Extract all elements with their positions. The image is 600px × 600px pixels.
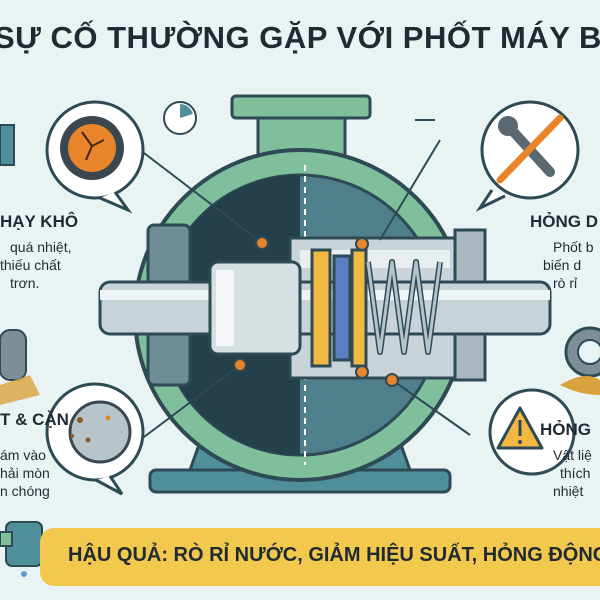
o-ring-bottom [355,365,369,379]
mini-seal-fragment [560,326,600,395]
material-line-2: thích [560,465,591,481]
mini-pump-fragment [0,124,40,405]
material-line-1: Vật liệ [553,447,592,463]
dry-run-line-1: quá nhiệt, [10,239,72,255]
damage-line-1: Phốt b [553,239,594,255]
consequence-banner: HẬU QUẢ: RÒ RỈ NƯỚC, GIẢM HIỆU SUẤT, HỎN… [40,528,600,586]
dirt-line-1: ám vào [0,447,46,463]
dirt-heading: T & CẶN [0,410,69,429]
page-title-wrap: SỰ CỐ THƯỜNG GẶP VỚI PHỐT MÁY B [0,20,600,70]
dirt-line-3: n chóng [0,483,50,499]
o-ring-top [355,237,369,251]
dry-run-line-3: trơn. [10,275,40,291]
damage-line-2: biến d [543,257,582,273]
material-heading: HỎNG [540,420,591,439]
debris-icon [45,382,145,496]
damage-line-3: rò rỉ [553,275,578,291]
dry-run-heading: HẠY KHÔ [0,212,79,231]
callout-lines [139,119,471,441]
material-line-3: nhiệt [553,483,584,499]
cracked-seal-icon [45,100,145,214]
footer-pump-icon [0,521,43,577]
gauge-icon [163,101,197,135]
damage-heading: HỎNG D [530,212,598,231]
dirt-line-2: hải mòn [0,465,50,481]
dry-run-line-2: thiếu chất [0,257,61,273]
warning-icon [488,388,576,476]
seal-faces [310,248,368,368]
consequence-text: HẬU QUẢ: RÒ RỈ NƯỚC, GIẢM HIỆU SUẤT, HỎN… [68,544,600,566]
page-title: SỰ CỐ THƯỜNG GẶP VỚI PHỐT MÁY B [0,20,600,55]
wrench-crossed-icon [475,100,580,212]
